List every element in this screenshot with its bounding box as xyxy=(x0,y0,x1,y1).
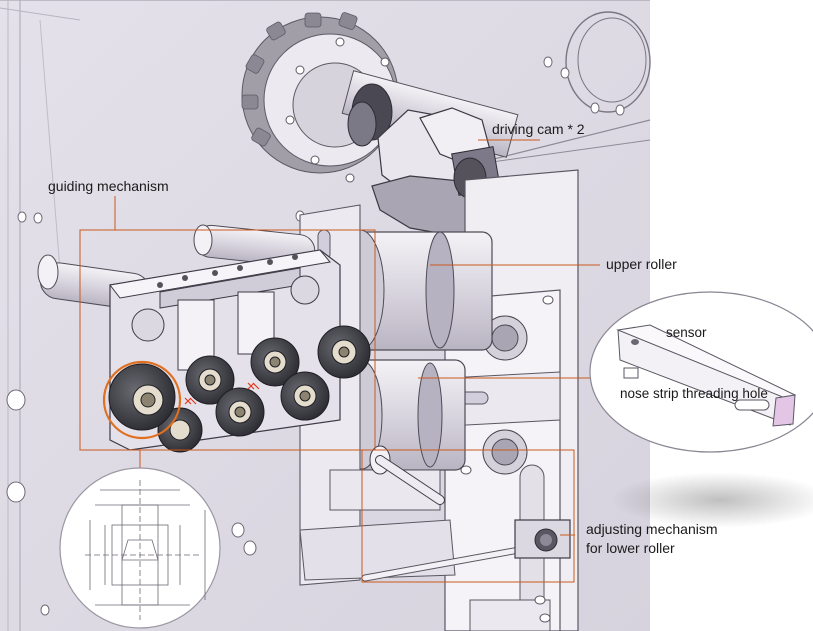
sensor-label: sensor xyxy=(666,325,707,340)
nose-strip-hole-label: nose strip threading hole xyxy=(620,386,768,401)
detail-drawing-inset xyxy=(59,467,221,629)
highlight-circle xyxy=(102,360,182,440)
adjusting-mechanism-label-line1: adjusting mechanism xyxy=(586,521,718,537)
driving-cam-label: driving cam * 2 xyxy=(492,121,585,137)
upper-roller-label: upper roller xyxy=(606,256,677,272)
sensor-inset xyxy=(589,291,813,453)
guide-rollers xyxy=(108,325,371,453)
guiding-mechanism-label: guiding mechanism xyxy=(48,178,169,194)
adjusting-mechanism xyxy=(361,445,571,582)
adjusting-mechanism-label-line2: for lower roller xyxy=(586,540,675,556)
shadow-blur xyxy=(610,472,813,528)
